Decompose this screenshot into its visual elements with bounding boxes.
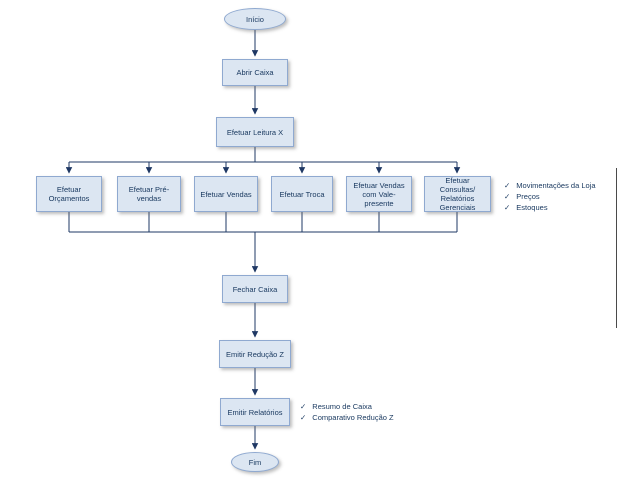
- check-icon: ✓: [504, 181, 511, 190]
- node-fim: Fim: [231, 452, 279, 472]
- node-efetuar-pre-vendas: Efetuar Pré-vendas: [117, 176, 181, 212]
- node-efetuar-orcamentos: Efetuar Orçamentos: [36, 176, 102, 212]
- page-edge-line: [616, 168, 617, 328]
- annotation-relatorios: ✓ Resumo de Caixa ✓ Comparativo Redução …: [300, 402, 394, 424]
- annotation-text: Preços: [516, 191, 540, 201]
- annotation-text: Movimentações da Loja: [516, 181, 596, 190]
- annotation-text: Estoques: [516, 202, 548, 212]
- node-efetuar-vendas-vale-presente: Efetuar Vendas com Vale-presente: [346, 176, 412, 212]
- annotation-item: ✓ Movimentações da Loja: [504, 181, 596, 192]
- node-efetuar-vendas: Efetuar Vendas: [194, 176, 258, 212]
- node-efetuar-leitura-x: Efetuar Leitura X: [216, 117, 294, 147]
- annotation-item: ✓ Resumo de Caixa: [300, 402, 394, 413]
- annotation-text: Comparativo Redução Z: [312, 412, 394, 422]
- node-efetuar-consultas-relatorios: Efetuar Consultas/ Relatórios Gerenciais: [424, 176, 491, 212]
- check-icon: ✓: [504, 202, 511, 212]
- node-fechar-caixa: Fechar Caixa: [222, 275, 288, 303]
- annotation-text: Resumo de Caixa: [312, 402, 372, 411]
- node-inicio: Início: [224, 8, 286, 30]
- check-icon: ✓: [300, 412, 307, 422]
- annotation-item: ✓ Comparativo Redução Z: [300, 413, 394, 424]
- check-icon: ✓: [300, 402, 307, 411]
- annotation-consultas: ✓ Movimentações da Loja ✓ Preços ✓ Estoq…: [504, 181, 596, 214]
- annotation-item: ✓ Preços: [504, 192, 596, 203]
- node-efetuar-troca: Efetuar Troca: [271, 176, 333, 212]
- node-abrir-caixa: Abrir Caixa: [222, 59, 288, 86]
- node-emitir-relatorios: Emitir Relatórios: [220, 398, 290, 426]
- check-icon: ✓: [504, 191, 511, 201]
- annotation-item: ✓ Estoques: [504, 203, 596, 214]
- node-emitir-reducao-z: Emitir Redução Z: [219, 340, 291, 368]
